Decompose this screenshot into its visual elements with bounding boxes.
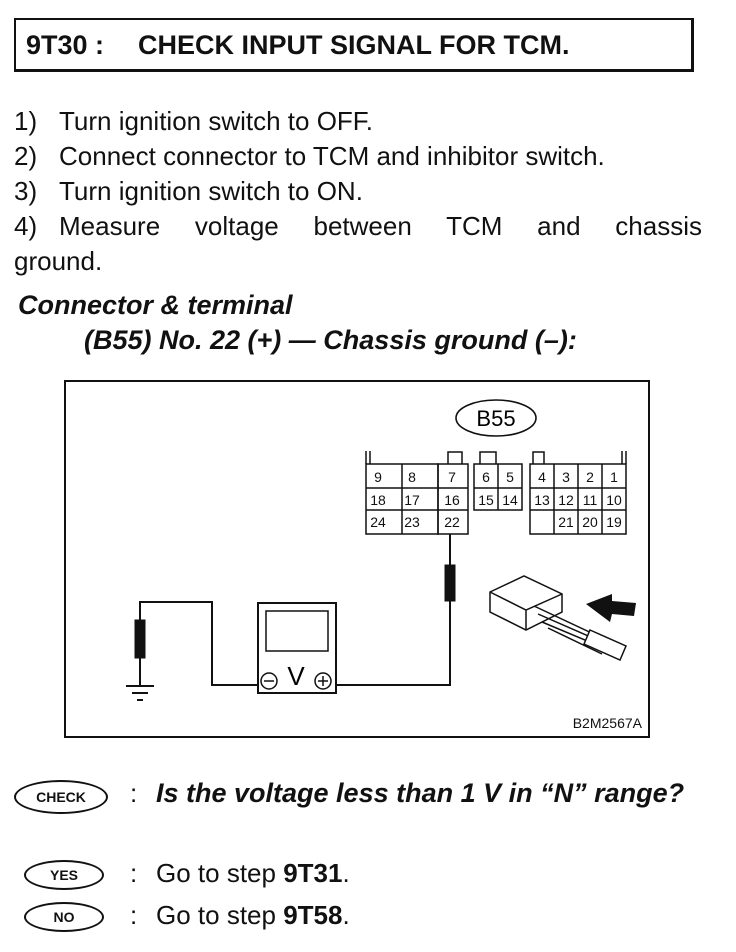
pin-label: 1 xyxy=(610,469,618,485)
step-text: Measure voltage between TCM and chassis xyxy=(59,211,702,241)
check-badge: CHECK xyxy=(14,780,108,814)
pin-label: 21 xyxy=(558,514,574,530)
colon: : xyxy=(130,778,138,808)
pin-label: 12 xyxy=(558,492,574,508)
pin-label: 16 xyxy=(444,492,460,508)
pin-label: 2 xyxy=(586,469,594,485)
pin-label: 7 xyxy=(448,469,456,485)
wiring-diagram: B55 9 8 7 6 5 4 3 2 1 18 17 16 15 14 xyxy=(64,380,650,738)
pin-label: 18 xyxy=(370,492,386,508)
no-answer: Go to step 9T58. xyxy=(156,898,350,932)
pin-label: 5 xyxy=(506,469,514,485)
yes-answer: Go to step 9T31. xyxy=(156,856,350,890)
answer-prefix: Go to step xyxy=(156,858,284,888)
connector-face xyxy=(365,451,627,535)
pin-label: 22 xyxy=(444,514,460,530)
connector-label-oval xyxy=(455,399,537,437)
connector-section-subtitle: (B55) No. 22 (+) — Chassis ground (–): xyxy=(84,325,577,355)
pin-label: 17 xyxy=(404,492,420,508)
negative-probe xyxy=(134,601,258,686)
pin-label: 3 xyxy=(562,469,570,485)
connector-section-title: Connector & terminal xyxy=(18,290,293,320)
arrow-icon xyxy=(586,594,636,622)
pin-label: 9 xyxy=(374,469,382,485)
procedure-step: 4) Measure voltage between TCM and chass… xyxy=(14,209,702,244)
procedure-step: 2) Connect connector to TCM and inhibito… xyxy=(14,139,702,174)
answer-suffix: . xyxy=(342,900,350,930)
step-number: 4) xyxy=(14,211,38,241)
answer-suffix: . xyxy=(342,858,350,888)
no-target-step[interactable]: 9T58 xyxy=(283,900,343,930)
step-number: 1) xyxy=(14,106,38,136)
pin-label: 15 xyxy=(478,492,494,508)
procedure-step: 1) Turn ignition switch to OFF. xyxy=(14,104,702,139)
pin-label: 24 xyxy=(370,514,386,530)
pin-label: 4 xyxy=(538,469,546,485)
colon: : xyxy=(130,858,138,888)
procedure-steps: 1) Turn ignition switch to OFF. 2) Conne… xyxy=(14,104,702,279)
pin-label: 20 xyxy=(582,514,598,530)
pin-label: 10 xyxy=(606,492,622,508)
connector-label: B55 xyxy=(476,406,515,431)
pin-label: 11 xyxy=(583,492,598,508)
pin-label: 23 xyxy=(404,514,420,530)
pin-label: 6 xyxy=(482,469,490,485)
voltmeter: V xyxy=(257,602,337,694)
pin-label: 14 xyxy=(502,492,518,508)
step-text-continued: ground. xyxy=(14,246,103,276)
procedure-step: 3) Turn ignition switch to ON. xyxy=(14,174,702,209)
step-text: Turn ignition switch to OFF. xyxy=(59,106,374,136)
check-question: Is the voltage less than 1 V in “N” rang… xyxy=(156,778,685,808)
voltmeter-symbol: V xyxy=(287,661,305,691)
yes-badge: YES xyxy=(24,860,104,890)
step-number: 3) xyxy=(14,176,38,206)
pin-numbers: 9 8 7 6 5 4 3 2 1 18 17 16 15 14 13 12 1… xyxy=(370,469,622,530)
step-text: Turn ignition switch to ON. xyxy=(59,176,363,206)
harness-plug-icon xyxy=(489,575,627,661)
ground-icon xyxy=(126,685,154,701)
colon: : xyxy=(130,900,138,930)
pin-label: 8 xyxy=(408,469,416,485)
yes-target-step[interactable]: 9T31 xyxy=(283,858,343,888)
answer-prefix: Go to step xyxy=(156,900,284,930)
pin-label: 19 xyxy=(606,514,622,530)
pin-label: 13 xyxy=(534,492,550,508)
no-badge: NO xyxy=(24,902,104,932)
step-code: 9T30 : xyxy=(26,30,105,60)
step-header: 9T30 : CHECK INPUT SIGNAL FOR TCM. xyxy=(14,18,694,72)
step-title: CHECK INPUT SIGNAL FOR TCM. xyxy=(138,30,570,60)
step-text: Connect connector to TCM and inhibitor s… xyxy=(59,141,605,171)
figure-id: B2M2567A xyxy=(573,715,643,731)
step-number: 2) xyxy=(14,141,38,171)
positive-probe xyxy=(336,534,456,686)
